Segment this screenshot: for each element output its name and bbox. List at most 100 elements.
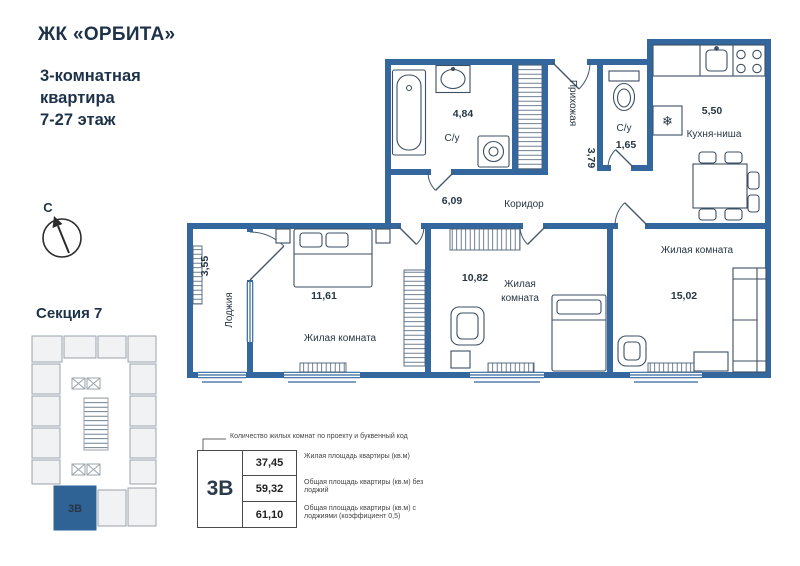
mini-unit [97, 489, 127, 527]
hallway-area: 3,79 [585, 148, 597, 169]
bathtub [391, 69, 427, 156]
bed-room-middle [551, 294, 607, 372]
apartment-type-line2: квартира [40, 88, 115, 107]
wardrobe-room-middle [449, 228, 521, 251]
hall-closet [517, 64, 543, 170]
complex-title: ЖК «ОРБИТА» [38, 24, 176, 45]
mini-stair-core [83, 397, 109, 451]
room-left-door [397, 225, 425, 245]
doors [249, 61, 649, 281]
apartment-type-line1: 3-комнатная [40, 67, 141, 85]
elevator-icon [71, 377, 101, 476]
compass-needle [57, 225, 70, 254]
loggia-window [246, 282, 254, 342]
ottoman-room-right [693, 351, 729, 372]
loggia-area: 3,55 [199, 256, 211, 277]
hallway-name: Прихожая [567, 80, 578, 126]
mini-unit [127, 335, 157, 363]
legend-label-living: Жилая площадь квартиры (кв.м) [304, 453, 410, 460]
radiator-room-middle [487, 362, 535, 373]
mini-unit-code: 3В [68, 503, 82, 515]
radiator-loggia [192, 245, 203, 305]
kitchen-counter [652, 44, 766, 77]
window-room-left [284, 371, 360, 383]
room-middle-name-line1: Жилая [504, 279, 536, 290]
mini-unit [31, 335, 63, 363]
room-middle-name-line2: комната [501, 293, 539, 304]
mini-unit [129, 459, 157, 485]
kitchen-name: Кухня-ниша [687, 129, 742, 140]
window-loggia [198, 371, 246, 383]
loggia-name: Лоджия [224, 292, 235, 327]
room-middle-door [519, 225, 547, 245]
mini-unit [129, 427, 157, 459]
room-left-name: Жилая комната [304, 333, 377, 344]
legend-label-total-loggia: Общая площадь квартиры (кв.м) с лоджиями… [304, 505, 416, 521]
wc-name: С/у [617, 123, 632, 134]
legend-annotation: Количество жилых комнат по проекту и бук… [230, 433, 408, 440]
sink-bathroom [435, 64, 471, 94]
legend-unit-code: 3В [197, 450, 243, 528]
radiator-room-left [299, 362, 347, 373]
legend-table: 3В 37,45 Жилая площадь квартиры (кв.м) 5… [197, 450, 433, 528]
compass-north-label: С [43, 200, 53, 215]
bathroom-door [427, 171, 455, 191]
section-mini-plan: 3В [31, 335, 157, 531]
window-room-middle [470, 371, 544, 383]
built-ins [192, 64, 695, 373]
mini-unit [129, 363, 157, 395]
radiator-room-right [647, 362, 695, 373]
legend-value-total: 59,32 [243, 476, 297, 502]
room-right-area: 15,02 [671, 290, 697, 302]
mini-unit [31, 395, 61, 427]
kitchen-sink [705, 49, 728, 72]
balcony-door [249, 231, 285, 281]
toilet [608, 70, 640, 112]
bathroom-area: 4,84 [453, 108, 474, 120]
legend-label-total: Общая площадь квартиры (кв.м) без лоджий [304, 479, 424, 495]
armchair-room-right [617, 335, 647, 367]
balcony-door-gap [246, 232, 254, 280]
window-room-right [630, 371, 702, 383]
room-labels: 4,84 С/у Прихожая 3,79 С/у 1,65 5,50 Кух… [199, 80, 742, 344]
dining-table [692, 151, 760, 221]
wardrobe-room-left [403, 269, 426, 367]
legend-leader-line [202, 438, 226, 450]
armchair-room-middle [450, 306, 485, 369]
mini-unit [31, 363, 61, 395]
wc-area: 1,65 [616, 139, 637, 151]
apartment-type: 3-комнатная квартира 7-27 этаж [40, 66, 141, 131]
room-right-name: Жилая комната [661, 245, 734, 256]
sofa-room-right [732, 267, 767, 373]
bed-room-left [275, 228, 391, 288]
legend-value-total-loggia: 61,10 [243, 502, 297, 528]
mini-unit [127, 487, 157, 527]
room-right-door [614, 202, 649, 227]
mini-unit [63, 335, 97, 359]
bathroom-name: С/у [445, 133, 460, 144]
section-title: Секция 7 [36, 305, 103, 322]
wc-door [607, 149, 635, 169]
furniture: ❄ [275, 44, 767, 373]
mini-unit [97, 335, 127, 359]
fridge: ❄ [652, 105, 683, 136]
stove-icon [736, 49, 762, 74]
corridor-area: 6,09 [442, 195, 463, 207]
mini-unit [31, 459, 61, 485]
compass-arrowhead-icon [52, 216, 63, 228]
corridor-name: Коридор [504, 199, 544, 210]
room-middle-area: 10,82 [462, 272, 488, 284]
apartment-floors: 7-27 этаж [40, 110, 116, 129]
apartment-plan: ❄ [187, 39, 771, 383]
kitchen-area: 5,50 [702, 105, 723, 117]
washing-machine [477, 135, 510, 168]
mini-unit [129, 395, 157, 427]
legend-value-living: 37,45 [243, 450, 297, 476]
room-left-area: 11,61 [311, 290, 337, 302]
fridge-snowflake-icon: ❄ [662, 114, 673, 129]
compass: С [42, 200, 82, 258]
mini-unit-highlighted[interactable]: 3В [53, 485, 97, 531]
entry-door [551, 61, 591, 90]
